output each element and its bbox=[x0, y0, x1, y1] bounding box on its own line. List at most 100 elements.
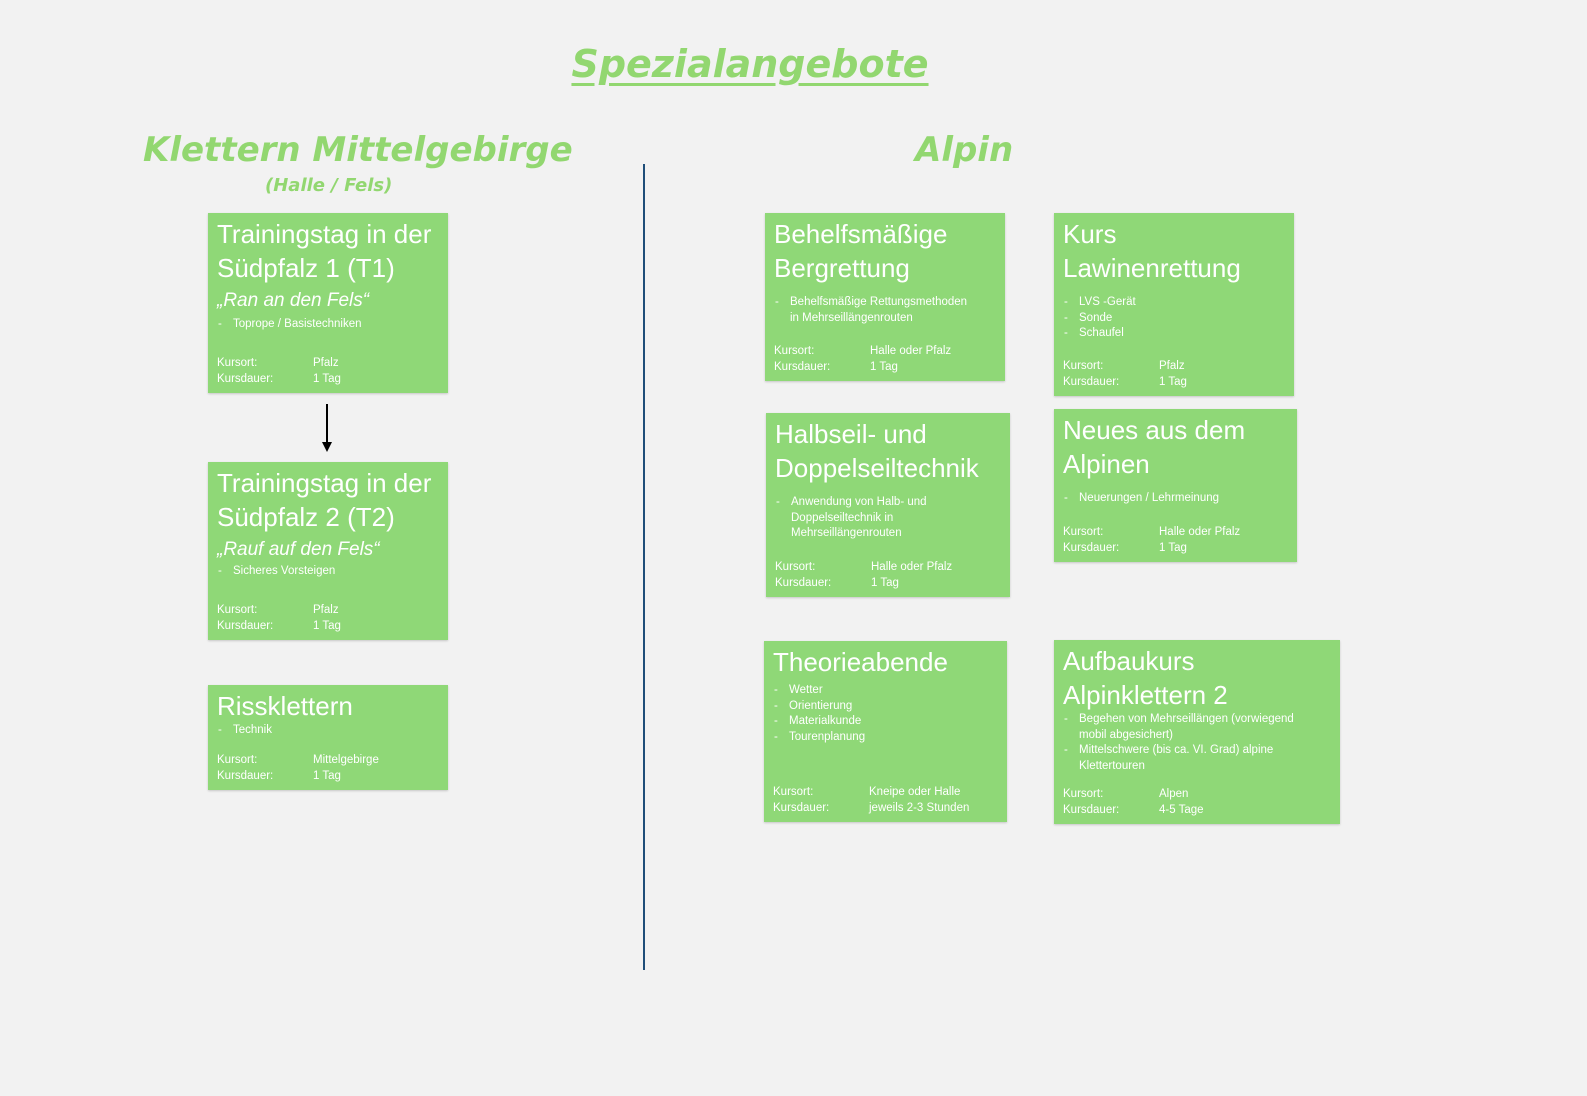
meta-value-dauer: 1 Tag bbox=[313, 769, 341, 782]
meta-value-ort: Pfalz bbox=[313, 604, 339, 616]
course-card-t2: Trainingstag in der Südpfalz 2 (T2) „Rau… bbox=[208, 462, 448, 640]
bullet-item: Begehen von Mehrseillängen (vorwiegend m… bbox=[1063, 712, 1318, 743]
bullet-item: Toprope / Basistechniken bbox=[217, 317, 440, 333]
section-divider bbox=[643, 164, 645, 970]
meta-value-ort: Kneipe oder Halle bbox=[869, 786, 961, 798]
card-title: Trainingstag in der Südpfalz 1 (T1) bbox=[217, 217, 440, 285]
meta-label-dauer: Kursdauer: bbox=[217, 769, 274, 782]
bullet-item: Tourenplanung bbox=[773, 730, 999, 746]
right-section-heading: Alpin bbox=[915, 130, 1014, 170]
card-bullets: Anwendung von Halb- und Doppelseiltechni… bbox=[775, 495, 940, 542]
meta-value-ort: Alpen bbox=[1159, 788, 1189, 800]
card-title-line: Südpfalz 1 (T1) bbox=[217, 253, 395, 283]
meta-label-dauer: Kursdauer: bbox=[217, 619, 274, 632]
meta-value-dauer: 1 Tag bbox=[1159, 541, 1187, 554]
card-title-line: Doppelseiltechnik bbox=[775, 453, 979, 483]
card-title-line: Südpfalz 2 (T2) bbox=[217, 502, 395, 532]
bullet-item: Mittelschwere (bis ca. VI. Grad) alpine … bbox=[1063, 743, 1318, 774]
meta-value-dauer: jeweils 2-3 Stunden bbox=[869, 801, 970, 814]
course-card-halbseiltechnik: Halbseil- und Doppelseiltechnik Anwendun… bbox=[766, 413, 1010, 597]
meta-value-ort: Pfalz bbox=[313, 357, 339, 369]
card-title-line: Neues aus dem bbox=[1063, 415, 1246, 445]
card-meta: Kursort:Halle oder Pfalz Kursdauer:1 Tag bbox=[775, 560, 952, 591]
bullet-item: Materialkunde bbox=[773, 714, 999, 730]
course-card-neues-alpin: Neues aus dem Alpinen Neuerungen / Lehrm… bbox=[1054, 409, 1297, 562]
card-title: Aufbaukurs Alpinklettern 2 bbox=[1063, 644, 1332, 712]
meta-label-dauer: Kursdauer: bbox=[773, 801, 830, 814]
meta-label-dauer: Kursdauer: bbox=[1063, 803, 1120, 816]
course-card-lawinenrettung: Kurs Lawinenrettung LVS -Gerät Sonde Sch… bbox=[1054, 213, 1294, 396]
course-card-theorieabende: Theorieabende Wetter Orientierung Materi… bbox=[764, 641, 1007, 822]
bullet-item: LVS -Gerät bbox=[1063, 295, 1286, 311]
meta-label-ort: Kursort: bbox=[217, 357, 258, 369]
card-bullets: Begehen von Mehrseillängen (vorwiegend m… bbox=[1063, 712, 1318, 774]
page-title: Spezialangebote bbox=[571, 42, 929, 86]
meta-label-ort: Kursort: bbox=[1063, 788, 1104, 800]
bullet-item: Schaufel bbox=[1063, 326, 1286, 342]
meta-value-ort: Halle oder Pfalz bbox=[870, 345, 952, 357]
card-bullets: Neuerungen / Lehrmeinung bbox=[1063, 491, 1289, 507]
card-meta: Kursort: Kneipe oder Halle Kursdauer: jewe… bbox=[773, 785, 969, 816]
bullet-item: Wetter bbox=[773, 683, 999, 699]
course-card-aufbaukurs: Aufbaukurs Alpinklettern 2 Begehen von M… bbox=[1054, 640, 1340, 824]
meta-label-ort: Kursort: bbox=[775, 561, 816, 573]
meta-value-dauer: 1 Tag bbox=[870, 360, 898, 373]
bullet-item: Behelfsmäßige Rettungsmethoden in Mehrse… bbox=[774, 295, 979, 326]
meta-label-ort: Kursort: bbox=[217, 754, 258, 766]
meta-value-ort: Halle oder Pfalz bbox=[1159, 526, 1241, 538]
card-title-line: Aufbaukurs bbox=[1063, 646, 1195, 676]
meta-value-dauer: 1 Tag bbox=[313, 372, 341, 385]
card-meta: Kursort:Pfalz Kursdauer:1 Tag bbox=[217, 603, 341, 634]
card-meta: Kursort: Mittelgebirge Kursdauer: 1 Tag bbox=[217, 753, 379, 784]
course-card-rissklettern: Rissklettern Technik Kursort: Mittelgebir… bbox=[208, 685, 448, 790]
meta-label-dauer: Kursdauer: bbox=[217, 372, 274, 385]
card-title-line: Trainingstag in der bbox=[217, 219, 432, 249]
meta-value-ort: Mittelgebirge bbox=[313, 754, 379, 766]
card-title: Theorieabende bbox=[773, 645, 999, 679]
course-card-t1: Trainingstag in der Südpfalz 1 (T1) „Ran… bbox=[208, 213, 448, 393]
meta-label-dauer: Kursdauer: bbox=[774, 360, 831, 373]
meta-value-dauer: 4-5 Tage bbox=[1159, 803, 1204, 816]
card-bullets: LVS -Gerät Sonde Schaufel bbox=[1063, 295, 1286, 342]
card-bullets: Wetter Orientierung Materialkunde Touren… bbox=[773, 683, 999, 745]
card-title: Kurs Lawinenrettung bbox=[1063, 217, 1286, 285]
bullet-item: Orientierung bbox=[773, 699, 999, 715]
meta-label-ort: Kursort: bbox=[774, 345, 815, 357]
card-meta: Kursort: Pfalz Kursdauer: 1 Tag bbox=[217, 356, 341, 387]
left-section-subheading: (Halle / Fels) bbox=[265, 175, 393, 196]
card-meta: Kursort:Pfalz Kursdauer:1 Tag bbox=[1063, 359, 1187, 390]
card-title-line: Behelfsmäßige bbox=[774, 219, 948, 249]
meta-label-dauer: Kursdauer: bbox=[1063, 541, 1120, 554]
card-meta: Kursort: Halle oder Pfalz Kursdauer: 1 Tag bbox=[1063, 525, 1240, 556]
card-title: Trainingstag in der Südpfalz 2 (T2) bbox=[217, 466, 440, 534]
bullet-item: Sicheres Vorsteigen bbox=[217, 564, 440, 580]
card-title: Neues aus dem Alpinen bbox=[1063, 413, 1289, 481]
bullet-item: Technik bbox=[217, 723, 440, 739]
meta-value-dauer: 1 Tag bbox=[313, 619, 341, 632]
card-title-line: Bergrettung bbox=[774, 253, 910, 283]
card-bullets: Behelfsmäßige Rettungsmethoden in Mehrse… bbox=[774, 295, 979, 326]
card-title-line: Alpinklettern 2 bbox=[1063, 680, 1228, 710]
card-subtitle: „Rauf auf den Fels“ bbox=[217, 539, 380, 560]
course-card-bergrettung: Behelfsmäßige Bergrettung Behelfsmäßige … bbox=[765, 213, 1005, 381]
card-title-line: Halbseil- und bbox=[775, 419, 927, 449]
left-section-heading: Klettern Mittelgebirge bbox=[143, 130, 573, 170]
card-title-line: Kurs bbox=[1063, 219, 1117, 249]
card-bullets: Technik bbox=[217, 723, 440, 739]
card-title: Rissklettern bbox=[217, 689, 440, 723]
meta-value-ort: Pfalz bbox=[1159, 360, 1185, 372]
bullet-item: Anwendung von Halb- und Doppelseiltechni… bbox=[775, 495, 940, 542]
card-subtitle: „Ran an den Fels“ bbox=[217, 290, 370, 311]
card-title-line: Trainingstag in der bbox=[217, 468, 432, 498]
meta-label-ort: Kursort: bbox=[1063, 360, 1104, 372]
meta-label-ort: Kursort: bbox=[773, 786, 814, 798]
bullet-item: Neuerungen / Lehrmeinung bbox=[1063, 491, 1289, 507]
card-meta: Kursort: Alpen Kursdauer: 4-5 Tage bbox=[1063, 787, 1204, 818]
meta-value-dauer: 1 Tag bbox=[871, 576, 899, 589]
meta-label-ort: Kursort: bbox=[1063, 526, 1104, 538]
card-meta: Kursort: Halle oder Pfalz Kursdauer: 1 Tag bbox=[774, 344, 951, 375]
card-title: Behelfsmäßige Bergrettung bbox=[774, 217, 997, 285]
card-title-line: Theorieabende bbox=[773, 647, 948, 677]
meta-label-dauer: Kursdauer: bbox=[775, 576, 832, 589]
meta-label-dauer: Kursdauer: bbox=[1063, 375, 1120, 388]
